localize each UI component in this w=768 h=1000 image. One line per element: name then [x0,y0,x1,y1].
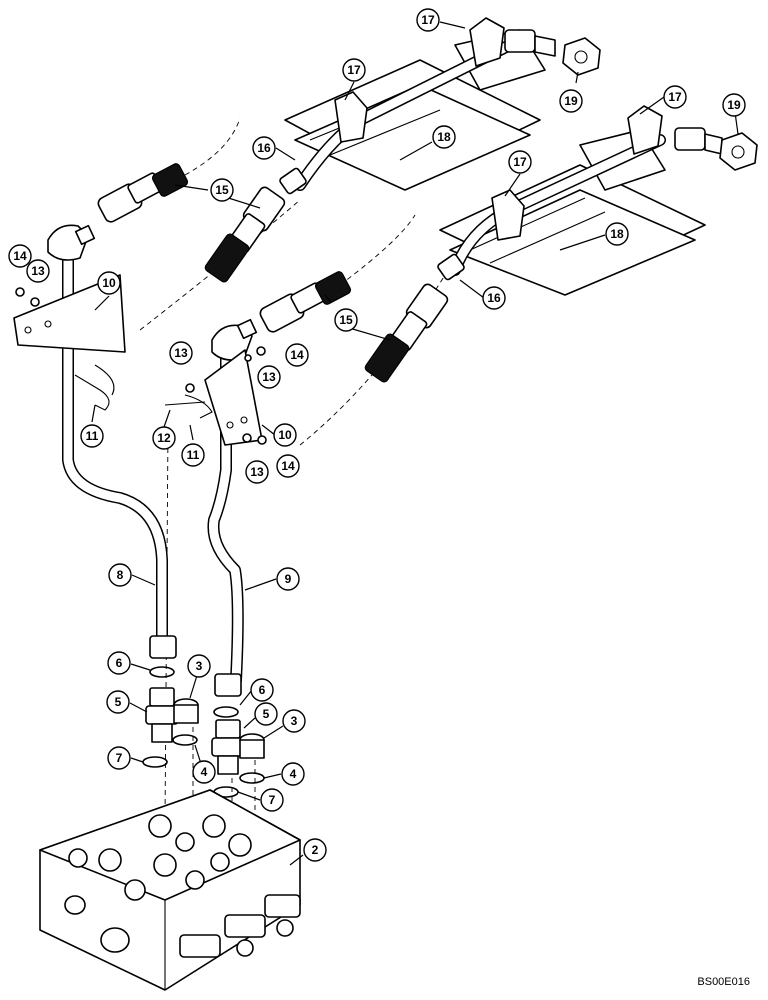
callout-17-b: 17 [342,58,366,82]
svg-text:4: 4 [201,765,208,779]
callout-10-a: 10 [97,271,121,295]
callout-6-a: 6 [107,651,131,675]
callout-16-a: 16 [252,136,276,160]
svg-text:9: 9 [285,572,292,586]
callout-13-b: 13 [169,341,193,365]
callout-7-b: 7 [260,788,284,812]
nut-upper [562,37,601,76]
callout-18-b: 18 [605,222,629,246]
callout-16-b: 16 [482,286,506,310]
adapter-right [211,719,245,775]
svg-text:17: 17 [513,155,527,169]
svg-text:3: 3 [291,714,298,728]
svg-text:17: 17 [347,63,361,77]
callout-6-b: 6 [250,678,274,702]
callout-12: 12 [152,426,176,450]
figure-code: BS00E016 [697,976,750,988]
hose-right-pair [259,271,449,383]
callout-14-a: 14 [8,244,32,268]
svg-text:14: 14 [290,348,304,362]
svg-text:10: 10 [278,428,292,442]
svg-text:15: 15 [339,313,353,327]
tube-8 [47,224,177,659]
callout-7-a: 7 [107,746,131,770]
plug-right [239,733,265,759]
callout-11-a: 11 [80,424,104,448]
svg-text:13: 13 [31,264,45,278]
svg-text:18: 18 [437,130,451,144]
clip-left [74,364,115,411]
svg-text:7: 7 [269,793,276,807]
svg-text:17: 17 [668,90,682,104]
svg-text:8: 8 [117,568,124,582]
svg-text:13: 13 [250,465,264,479]
svg-text:15: 15 [215,183,229,197]
svg-text:16: 16 [257,141,271,155]
svg-text:5: 5 [263,707,270,721]
callout-14-b: 14 [285,343,309,367]
svg-text:4: 4 [290,767,297,781]
bracket-left [13,274,126,353]
callout-10-b: 10 [273,423,297,447]
callout-11-b: 11 [181,443,205,467]
callout-4-b: 4 [281,762,305,786]
svg-text:19: 19 [564,94,578,108]
plug-left [173,698,199,724]
adapter-left [145,687,179,743]
svg-text:11: 11 [86,429,99,443]
svg-text:14: 14 [281,459,295,473]
callout-9: 9 [276,567,300,591]
bracket-right [204,349,263,446]
control-valve [39,789,301,991]
callout-3-a: 3 [187,654,211,678]
callout-3-b: 3 [282,709,306,733]
svg-text:11: 11 [187,448,200,462]
callout-18-a: 18 [432,125,456,149]
svg-text:17: 17 [421,13,435,27]
svg-text:5: 5 [115,695,122,709]
callout-5-a: 5 [106,690,130,714]
callout-17-a: 17 [416,8,440,32]
callout-5-b: 5 [254,702,278,726]
leader-lines [91,21,739,866]
callout-19-b: 19 [722,93,746,117]
clip-right [164,394,213,419]
callout-14-c: 14 [276,454,300,478]
svg-text:3: 3 [196,659,203,673]
callout-15-b: 15 [334,308,358,332]
callout-13-d: 13 [245,460,269,484]
callout-13-a: 13 [26,259,50,283]
phantom-lines [139,117,446,860]
svg-text:14: 14 [13,249,27,263]
svg-text:2: 2 [312,843,319,857]
mounting-channel-upper [284,29,546,191]
nut-lower [719,132,758,171]
callout-17-c: 17 [508,150,532,174]
callout-4-a: 4 [192,760,216,784]
callout-13-c: 13 [257,365,281,389]
svg-text:6: 6 [259,683,266,697]
svg-text:13: 13 [174,346,188,360]
small-hardware [15,287,267,445]
lower-tube-assembly [437,105,723,281]
hose-left-pair [97,163,286,283]
svg-text:18: 18 [610,227,624,241]
svg-text:7: 7 [116,751,123,765]
callout-19-a: 19 [559,89,583,113]
svg-text:10: 10 [102,276,116,290]
svg-text:16: 16 [487,291,501,305]
callout-2: 2 [303,838,327,862]
callout-17-d: 17 [663,85,687,109]
callout-8: 8 [108,563,132,587]
svg-text:6: 6 [116,656,123,670]
upper-tube-assembly [279,17,556,195]
svg-text:12: 12 [157,431,171,445]
callout-15-a: 15 [210,178,234,202]
svg-text:13: 13 [262,370,276,384]
svg-text:19: 19 [727,98,741,112]
